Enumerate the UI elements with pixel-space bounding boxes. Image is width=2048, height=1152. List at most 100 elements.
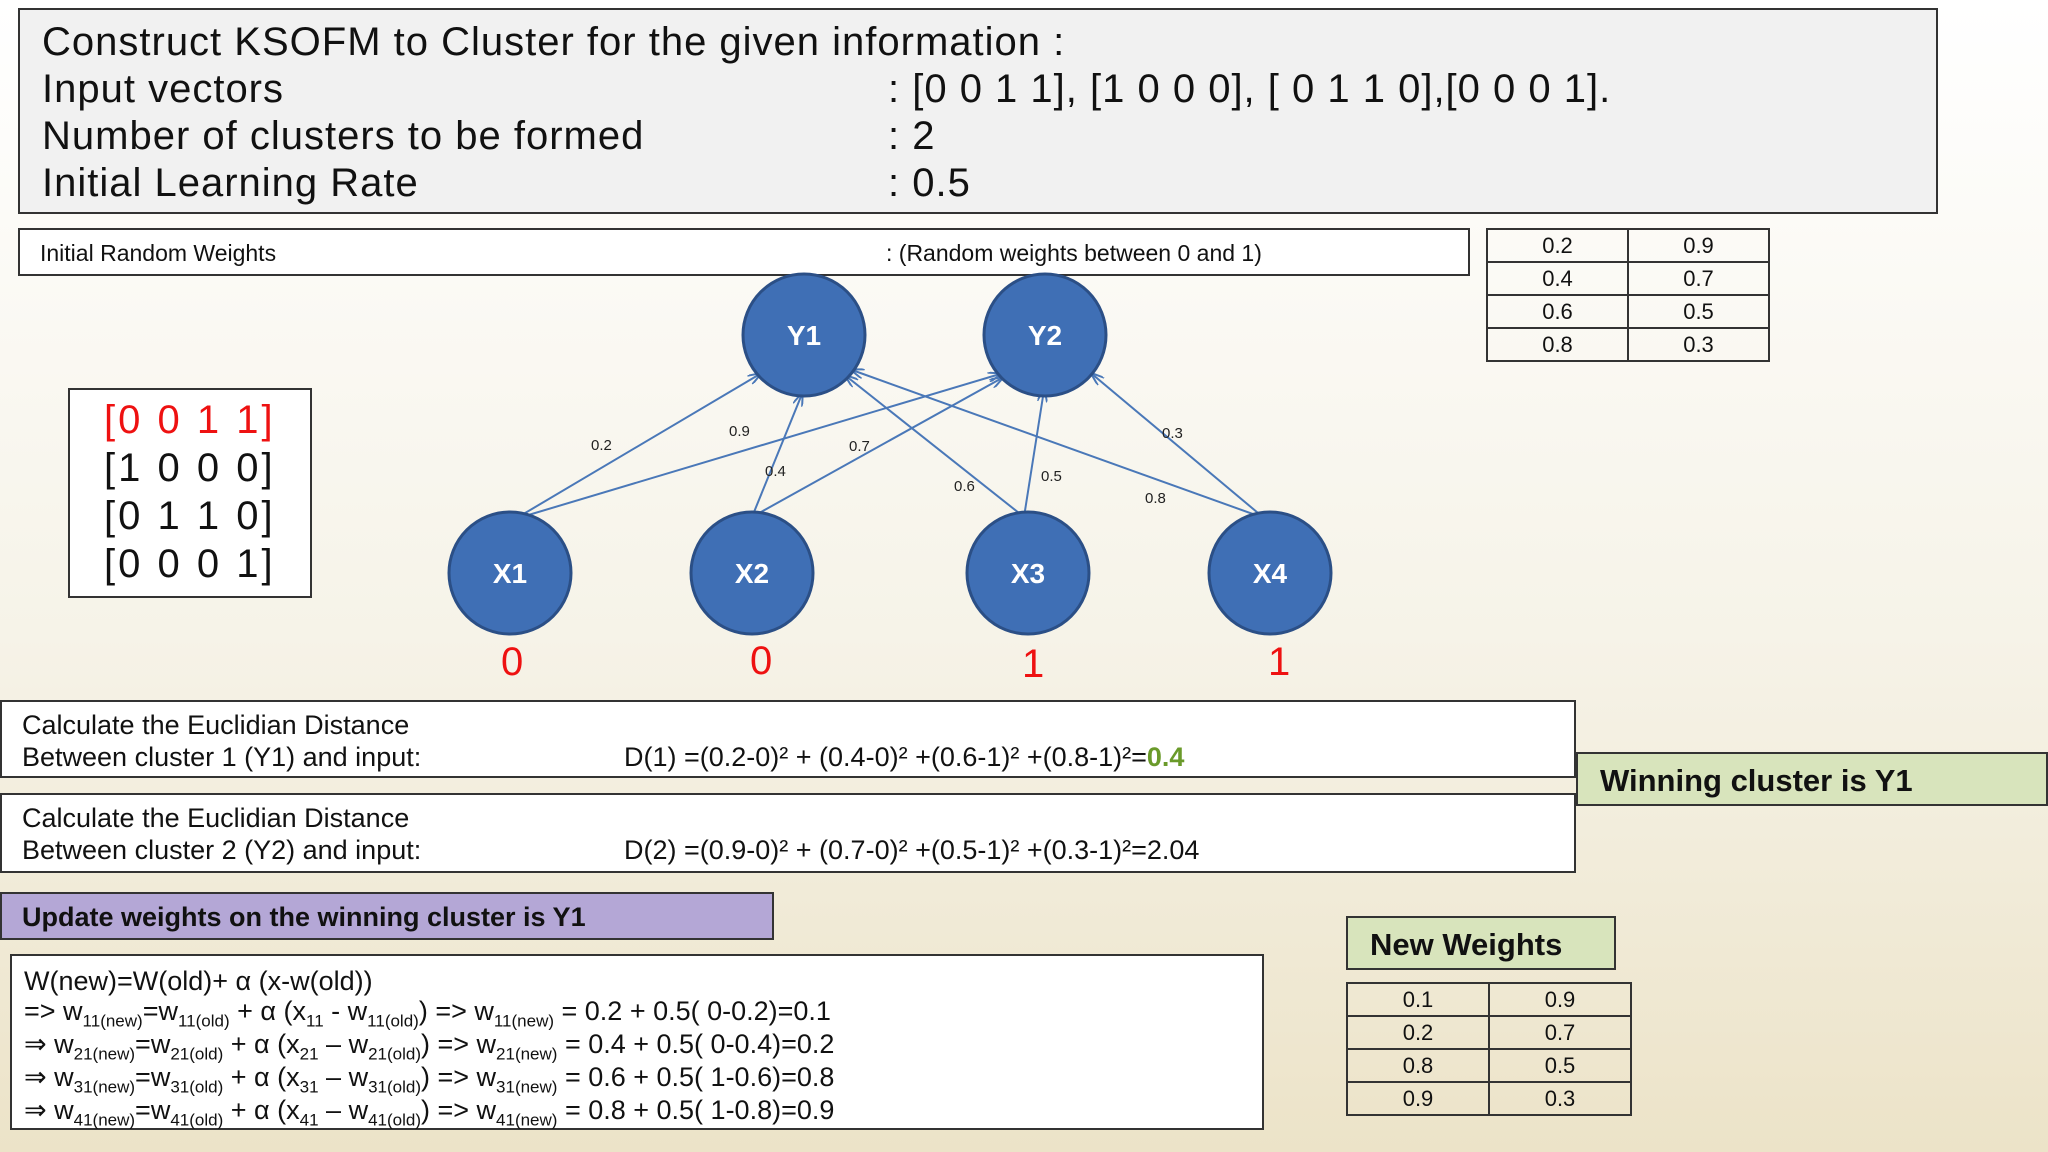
output-node-y1: Y1	[741, 272, 867, 398]
clusters-label: Number of clusters to be formed	[42, 114, 645, 158]
input-vector-list: [0 0 1 1] [1 0 0 0] [0 1 1 0] [0 0 0 1]	[68, 388, 312, 598]
subscript: 41(old)	[368, 1110, 421, 1130]
subscript: 21(new)	[73, 1044, 136, 1064]
svg-text:X1: X1	[493, 558, 527, 589]
subscript: 11(old)	[367, 1011, 419, 1031]
input-value-x2: 0	[750, 639, 772, 683]
subscript: 11(old)	[177, 1011, 230, 1031]
weight-label: 0.9	[729, 423, 750, 440]
subscript: 21(old)	[368, 1044, 421, 1064]
connection-lines	[514, 370, 1265, 520]
weight-label: 0.7	[849, 438, 870, 455]
weight-label: 0.8	[1145, 490, 1166, 507]
weight-cell: 0.7	[1488, 1015, 1632, 1050]
subscript: 31(old)	[368, 1077, 421, 1097]
svg-text:Y2: Y2	[1028, 320, 1062, 351]
edge-x3-y1	[846, 376, 1025, 518]
edge-x1-y1	[514, 374, 760, 520]
subscript: 21(old)	[170, 1044, 224, 1064]
problem-statement-box: Construct KSOFM to Cluster for the given…	[18, 8, 1938, 214]
weight-label: 0.6	[954, 478, 975, 495]
weight-label: 0.5	[1041, 468, 1062, 485]
subscript: 41	[299, 1110, 319, 1130]
weight-cell: 0.9	[1346, 1081, 1490, 1116]
subscript: 41(new)	[496, 1110, 558, 1130]
weight-label: 0.4	[765, 463, 786, 480]
weight-cell: 0.3	[1627, 327, 1770, 362]
input-value-x1: 0	[501, 640, 523, 684]
subscript: 11	[306, 1011, 324, 1031]
output-node-y2: Y2	[982, 272, 1108, 398]
input-vector-current: [0 0 1 1]	[104, 398, 276, 442]
formula-row: ⇒ w41(new)=w41(old) + α (x41 – w41(old))…	[24, 1095, 835, 1130]
edge-x3-y2	[1023, 390, 1044, 518]
edge-x2-y1	[751, 394, 802, 518]
subscript: 31	[299, 1077, 319, 1097]
distance-y1-box: Calculate the Euclidian Distance Between…	[0, 700, 1576, 778]
winning-cluster-text: Winning cluster is Y1	[1600, 763, 1913, 798]
edge-x4-y2	[1092, 374, 1265, 519]
input-vector: [1 0 0 0]	[104, 446, 276, 490]
weight-cell: 0.2	[1486, 228, 1629, 263]
svg-text:Y1: Y1	[787, 320, 821, 351]
subscript: 21(new)	[496, 1044, 558, 1064]
distance-y2-line2: Between cluster 2 (Y2) and input:	[22, 835, 422, 865]
formula-title: W(new)=W(old)+ α (x-w(old))	[24, 966, 373, 996]
input-node-x4: X4	[1207, 510, 1333, 636]
svg-text:X2: X2	[735, 558, 769, 589]
distance-y2-line1: Calculate the Euclidian Distance	[22, 803, 410, 833]
formula-row: => w11(new)=w11(old) + α (x11 - w11(old)…	[24, 996, 831, 1031]
subscript: 41(new)	[73, 1110, 136, 1130]
weight-cell: 0.2	[1346, 1015, 1490, 1050]
update-weights-banner: Update weights on the winning cluster is…	[0, 892, 774, 940]
weight-cell: 0.8	[1346, 1048, 1490, 1083]
input-node-x3: X3	[965, 510, 1091, 636]
input-node-x1: X1	[447, 510, 573, 636]
weight-label: 0.3	[1162, 425, 1183, 442]
weight-cell: 0.1	[1346, 982, 1490, 1017]
subscript: 21	[299, 1044, 319, 1064]
svg-text:X4: X4	[1253, 558, 1288, 589]
learning-rate-value: : 0.5	[888, 161, 971, 205]
subscript: 31(new)	[496, 1077, 558, 1097]
distance-y1-line1: Calculate the Euclidian Distance	[22, 710, 410, 740]
distance-y2-box: Calculate the Euclidian Distance Between…	[0, 793, 1576, 873]
edge-x4-y1	[852, 370, 1265, 519]
svg-text:X3: X3	[1011, 558, 1045, 589]
input-vector: [0 0 0 1]	[104, 542, 276, 586]
formula-row: ⇒ w31(new)=w31(old) + α (x31 – w31(old))…	[24, 1062, 835, 1097]
winning-cluster-banner: Winning cluster is Y1	[1576, 752, 2048, 806]
edge-x2-y2	[751, 378, 1002, 518]
new-weights-label: New Weights	[1370, 927, 1563, 962]
edge-x1-y2	[514, 374, 1000, 520]
initial-weights-note: : (Random weights between 0 and 1)	[886, 240, 1262, 266]
subscript: 11(new)	[82, 1011, 143, 1031]
weight-cell: 0.5	[1627, 294, 1770, 329]
weight-cell: 0.9	[1488, 982, 1632, 1017]
problem-title: Construct KSOFM to Cluster for the given…	[42, 20, 1066, 64]
initial-weights-box: Initial Random Weights : (Random weights…	[18, 228, 1470, 276]
input-value-x4: 1	[1268, 640, 1290, 684]
clusters-value: : 2	[888, 114, 936, 158]
initial-weights-label: Initial Random Weights	[40, 240, 277, 266]
subscript: 31(old)	[170, 1077, 224, 1097]
weight-update-formula-box: W(new)=W(old)+ α (x-w(old)) => w11(new)=…	[10, 954, 1264, 1130]
input-vector: [0 1 1 0]	[104, 494, 276, 538]
weight-cell: 0.6	[1486, 294, 1629, 329]
weight-cell: 0.8	[1486, 327, 1629, 362]
subscript: 41(old)	[170, 1110, 224, 1130]
formula-row: ⇒ w21(new)=w21(old) + α (x21 – w21(old))…	[24, 1029, 835, 1064]
ksofm-network-diagram: 0.2 0.9 0.4 0.7 0.6 0.5 0.8 0.3 Y1 Y2 X1…	[447, 272, 1333, 686]
subscript: 11(new)	[493, 1011, 555, 1031]
subscript: 31(new)	[73, 1077, 136, 1097]
weight-cell: 0.5	[1488, 1048, 1632, 1083]
